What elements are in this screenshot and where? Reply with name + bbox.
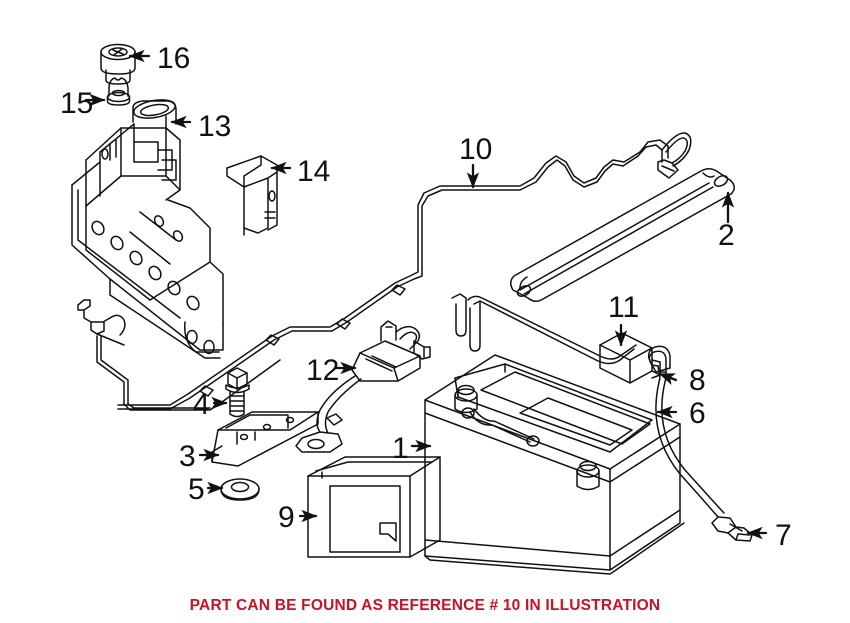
callout-label-12: 12 — [306, 354, 339, 387]
part-13-battery-tray — [71, 99, 224, 359]
part-2-hold-down-strap — [510, 168, 735, 302]
part-12-positive-cable-terminal — [295, 320, 431, 453]
part-5-grommet — [220, 478, 260, 501]
callout-label-8: 8 — [689, 364, 706, 397]
part-4-hex-flange-bolt — [225, 367, 250, 418]
part-1-battery — [424, 354, 685, 575]
callout-label-15: 15 — [60, 87, 93, 120]
part-15-rubber-plug — [106, 77, 131, 106]
part-14-tray-cover-clip — [226, 155, 278, 236]
callout-label-5: 5 — [188, 473, 205, 506]
callout-label-14: 14 — [297, 155, 330, 188]
part-6-negative-battery-cable — [648, 350, 725, 518]
callout-label-6: 6 — [689, 397, 706, 430]
callout-label-1: 1 — [392, 432, 409, 465]
reference-footnote: PART CAN BE FOUND AS REFERENCE # 10 IN I… — [189, 597, 661, 614]
part-11-battery-sensor-module — [451, 293, 661, 384]
callout-label-16: 16 — [157, 42, 190, 75]
callout-label-13: 13 — [198, 110, 231, 143]
part-10-vent-hose — [117, 132, 692, 410]
part-16-cap-screw — [100, 43, 136, 85]
callout-label-11: 11 — [608, 291, 639, 324]
callout-label-10: 10 — [459, 133, 492, 166]
part-8-cable-clamp-end — [647, 345, 671, 373]
callout-labels: 16 15 13 14 10 2 11 8 6 7 12 4 3 5 9 1 — [60, 42, 792, 552]
arrow-8 — [658, 372, 678, 385]
callout-arrows — [84, 49, 768, 540]
callout-label-9: 9 — [278, 501, 295, 534]
callout-label-7: 7 — [775, 519, 792, 552]
callout-label-2: 2 — [718, 219, 735, 252]
callout-label-4: 4 — [193, 388, 210, 421]
part-3-mounting-bracket — [211, 411, 319, 467]
part-9-battery-cover-panel — [307, 456, 441, 558]
callout-label-3: 3 — [179, 440, 196, 473]
part-7-cable-end-terminal — [711, 516, 753, 542]
